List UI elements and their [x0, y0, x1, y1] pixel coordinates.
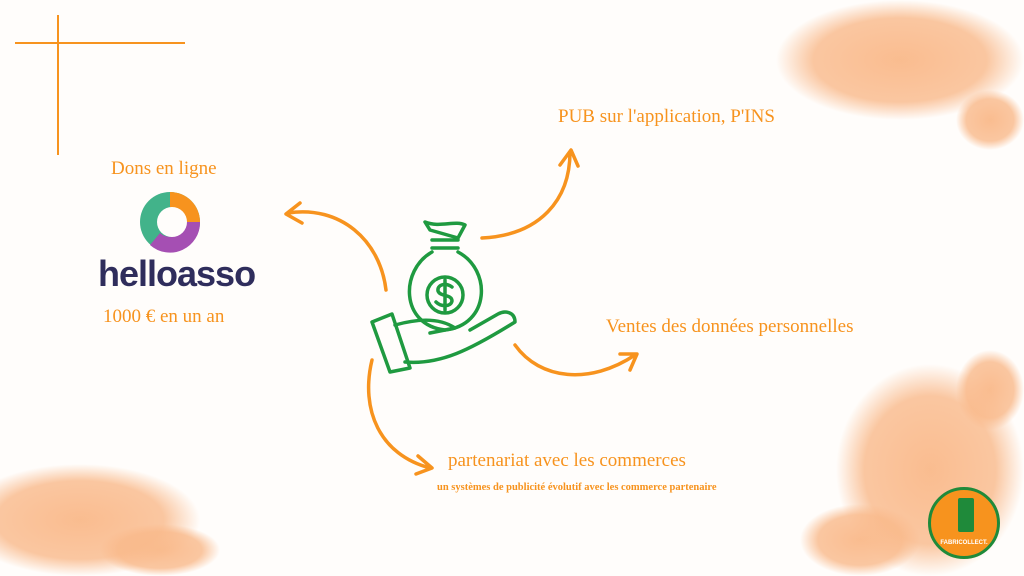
badge-label: FABRICOLLECT.	[940, 540, 988, 546]
arrow-to-ventes	[513, 343, 639, 377]
corner-lines-decor	[15, 15, 185, 155]
partenariat-label: partenariat avec les commerces	[448, 450, 686, 471]
arrow-to-partenariat	[366, 358, 434, 476]
helloasso-logo-mark	[140, 192, 201, 253]
dons-amount: 1000 € en un an	[103, 306, 225, 327]
pub-label: PUB sur l'application, P'INS	[558, 106, 775, 127]
fridge-icon	[958, 498, 974, 532]
arrow-to-dons	[284, 201, 388, 292]
dons-title: Dons en ligne	[111, 158, 217, 179]
arrow-to-pub	[480, 148, 580, 240]
fabricollect-badge: FABRICOLLECT.	[928, 487, 1000, 559]
helloasso-logo-text: helloasso	[98, 253, 256, 294]
money-bag-hand-icon	[370, 220, 517, 374]
partenariat-subtitle: un systèmes de publicité évolutif avec l…	[437, 482, 717, 493]
ventes-label: Ventes des données personnelles	[606, 316, 854, 337]
